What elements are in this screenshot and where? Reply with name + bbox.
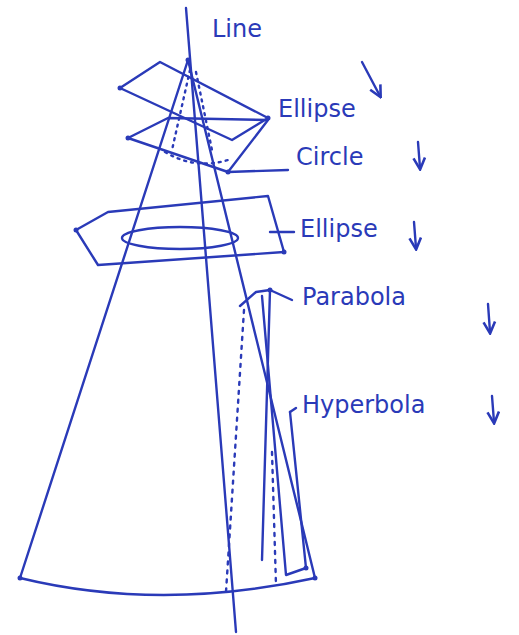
conic-label: Circle xyxy=(296,144,363,170)
leader-line xyxy=(270,290,292,300)
leader-line xyxy=(228,170,288,172)
conic-label: Hyperbola xyxy=(302,392,425,418)
direction-arrow xyxy=(492,396,494,422)
direction-arrow xyxy=(362,62,380,96)
cutting-plane xyxy=(120,62,268,140)
ellipse-section xyxy=(122,227,238,249)
conic-label: Ellipse xyxy=(300,216,378,242)
leader-line xyxy=(290,408,296,412)
conic-label: Parabola xyxy=(302,284,406,310)
hyperbola-section xyxy=(272,452,276,585)
conic-label: Ellipse xyxy=(278,96,356,122)
cutting-plane xyxy=(128,118,268,172)
line-cut xyxy=(186,8,236,632)
dotted-section xyxy=(172,70,212,150)
cutting-plane xyxy=(262,296,306,575)
cutting-plane xyxy=(76,196,284,265)
conic-label: Line xyxy=(212,16,262,42)
direction-arrow xyxy=(418,142,420,168)
direction-arrow xyxy=(414,222,416,248)
cone-edge xyxy=(20,60,188,578)
direction-arrow xyxy=(488,304,490,332)
leader-line xyxy=(270,231,294,233)
cone-edge xyxy=(188,60,315,578)
cone-base xyxy=(20,578,315,595)
parabola-section xyxy=(226,310,244,592)
